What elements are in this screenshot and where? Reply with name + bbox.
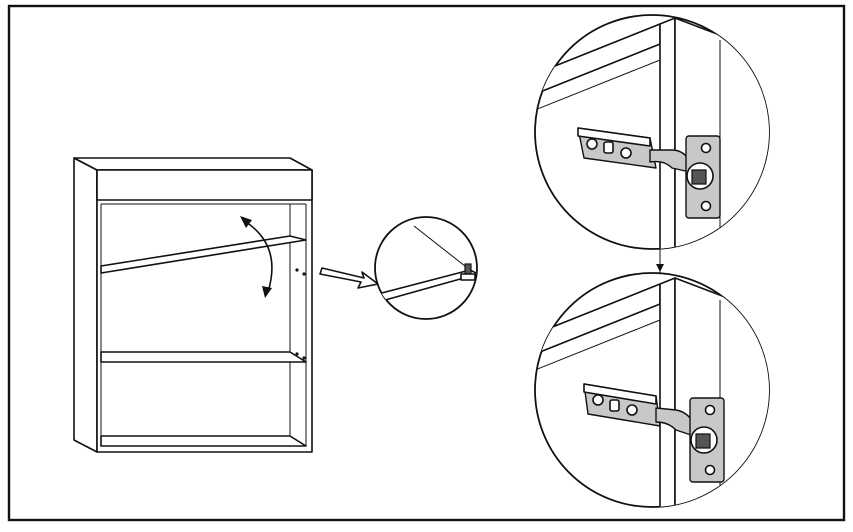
- door-edge: [659, 277, 676, 507]
- hinge-detail-bottom: [534, 272, 770, 508]
- shelf-pin-hole: [295, 268, 299, 272]
- shelf-pin-icon: [460, 263, 476, 281]
- cabinet-top-panel: [73, 157, 313, 171]
- shelf-pin-hole: [302, 272, 306, 276]
- cabinet-side-panel: [73, 157, 98, 453]
- outer-frame: [7, 4, 846, 522]
- door-edge: [659, 17, 676, 249]
- cabinet-front-frame: [96, 169, 313, 453]
- shelf-pin-hole: [302, 356, 306, 360]
- connector-arrow-icon: [656, 264, 664, 272]
- cabinet-icon: [73, 157, 313, 453]
- rotate-arrow-icon: [240, 216, 273, 298]
- pointer-arrow-icon: [319, 267, 379, 289]
- hinge-detail-top: [534, 14, 770, 250]
- shelf-tilted: [100, 235, 307, 274]
- hinge-icon: [583, 383, 725, 483]
- shelf-pin-detail: [374, 216, 478, 320]
- hinge-icon: [577, 127, 721, 219]
- shelf-installed: [100, 351, 307, 363]
- cabinet-bottom-panel: [100, 435, 307, 447]
- shelf-pin-hole: [295, 352, 299, 356]
- cabinet-top-rail: [96, 169, 313, 201]
